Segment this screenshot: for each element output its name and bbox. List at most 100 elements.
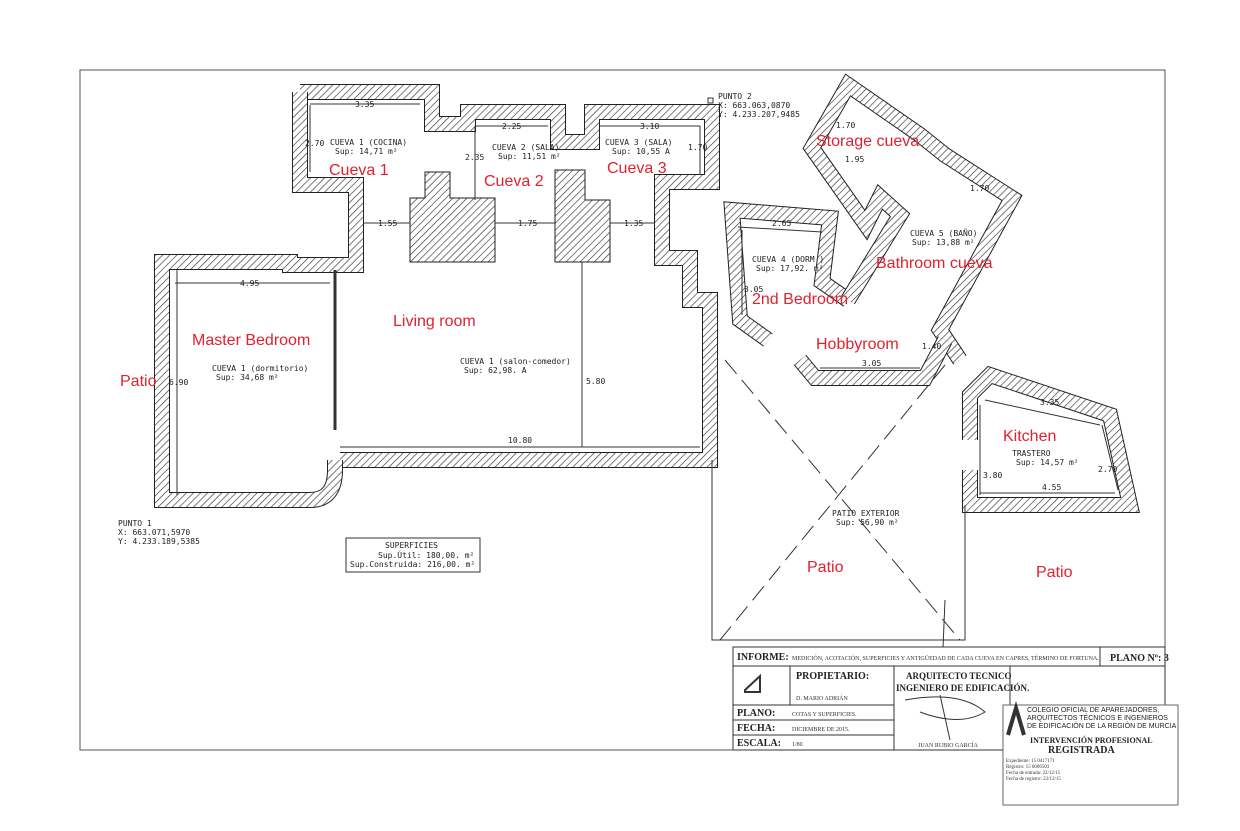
svg-text:SUPERFICIES: SUPERFICIES: [385, 541, 438, 550]
svg-text:Y: 4.233.207,9485: Y: 4.233.207,9485: [718, 110, 800, 119]
dimension-label: 10.80: [508, 436, 532, 445]
dimension-label: 2.25: [502, 122, 521, 131]
room-area: Sup: 56,90 m²: [836, 518, 899, 527]
svg-text:PLANO Nº: 3: PLANO Nº: 3: [1110, 653, 1169, 664]
dimension-label: 2.70: [305, 139, 324, 148]
label-living-room: Living room: [393, 313, 476, 330]
punto-2: PUNTO 2 X: 663.063,0870 Y: 4.233.207,948…: [707, 92, 800, 119]
svg-text:Fecha de entrada: 22/12/15: Fecha de entrada: 22/12/15: [1006, 771, 1061, 776]
room-annotations: CUEVA 1 (COCINA) Sup: 14,71 m² CUEVA 2 (…: [212, 138, 1079, 527]
svg-text:ESCALA:: ESCALA:: [737, 738, 781, 749]
svg-text:DICIEMBRE DE 2015.: DICIEMBRE DE 2015.: [792, 727, 850, 733]
room-name: TRASTERO: [1012, 449, 1051, 458]
room-name: CUEVA 3 (SALA): [605, 138, 672, 147]
pillar: [409, 171, 496, 263]
walls: [154, 73, 1140, 513]
dimension-label: 3.35: [355, 100, 374, 109]
room-area: Sup: 10,55 A: [612, 147, 670, 156]
dimension-label: 1.70: [836, 121, 855, 130]
label-patio-right: Patio: [1036, 564, 1073, 581]
dimension-label: 2.65: [772, 219, 791, 228]
room-area: Sup: 62,98. A: [464, 366, 527, 375]
company-logo-icon: [744, 673, 761, 693]
svg-text:Fecha de registro: 22/12/15: Fecha de registro: 22/12/15: [1006, 777, 1061, 782]
svg-text:D. MARIO ADRIÁN: D. MARIO ADRIÁN: [796, 694, 849, 702]
dimension-label: 1.75: [518, 219, 537, 228]
room-labels: Patio Master Bedroom Living room Cueva 1…: [120, 133, 1073, 581]
room-area: Sup: 11,51 m²: [498, 152, 561, 161]
dimension-label: 4.95: [240, 279, 259, 288]
label-patio-left: Patio: [120, 373, 157, 390]
label-storage-cueva: Storage cueva: [816, 133, 919, 150]
room-name: CUEVA 1 (salon-comedor): [460, 357, 571, 366]
svg-text:ARQUITECTO TECNICO: ARQUITECTO TECNICO: [906, 671, 1011, 681]
room-name: CUEVA 1 (dormitorio): [212, 364, 308, 373]
svg-text:Registro: 15 0006503: Registro: 15 0006503: [1006, 765, 1050, 770]
pillar: [554, 169, 611, 263]
svg-text:PLANO:: PLANO:: [737, 708, 775, 719]
dimension-label: 3.35: [1040, 398, 1059, 407]
dimension-label: 4.55: [1042, 483, 1061, 492]
dimension-label: 1.95: [845, 155, 864, 164]
svg-text:PUNTO 2: PUNTO 2: [718, 92, 752, 101]
svg-text:PUNTO 1: PUNTO 1: [118, 519, 152, 528]
svg-text:JUAN RUBIO GARCÍA: JUAN RUBIO GARCÍA: [918, 741, 979, 749]
dimension-label: 1.70: [970, 184, 989, 193]
label-master-bedroom: Master Bedroom: [192, 332, 310, 349]
dimension-label: 3.10: [640, 122, 659, 131]
room-area: Sup: 14,57 m²: [1016, 458, 1079, 467]
room-area: Sup: 13,88 m²: [912, 238, 975, 247]
svg-text:Y: 4.233.189,5385: Y: 4.233.189,5385: [118, 537, 200, 546]
college-logo-icon: [1006, 700, 1026, 736]
svg-text:INGENIERO DE EDIFICACIÓN.: INGENIERO DE EDIFICACIÓN.: [896, 683, 1029, 693]
dimension-label: 5.80: [586, 377, 605, 386]
dimension-label: 2.70: [1098, 465, 1117, 474]
label-kitchen: Kitchen: [1003, 428, 1056, 445]
dimension-label: 6.90: [169, 378, 188, 387]
dimension-label: 1.55: [378, 219, 397, 228]
dimension-label: 3.80: [983, 471, 1002, 480]
label-cueva-2: Cueva 2: [484, 173, 544, 190]
dimension-label: 1.70: [688, 143, 707, 152]
room-name: CUEVA 2 (SALA): [492, 143, 559, 152]
label-patio-center: Patio: [807, 559, 844, 576]
signature: [904, 694, 986, 741]
room-name: CUEVA 1 (COCINA): [330, 138, 407, 147]
svg-text:PROPIETARIO:: PROPIETARIO:: [796, 671, 869, 682]
svg-text:MEDICIÓN, ACOTACIÓN, SUPERFICI: MEDICIÓN, ACOTACIÓN, SUPERFICIES Y ANTIG…: [792, 654, 1099, 662]
title-block: INFORME: MEDICIÓN, ACOTACIÓN, SUPERFICIE…: [732, 646, 1169, 751]
svg-text:INTERVENCIÓN PROFESIONAL: INTERVENCIÓN PROFESIONAL: [1030, 735, 1153, 745]
room-area: Sup: 14,71 m²: [335, 147, 398, 156]
dimension-lines: [175, 103, 1119, 495]
svg-text:REGISTRADA: REGISTRADA: [1048, 745, 1115, 756]
dimension-label: 3.05: [744, 285, 763, 294]
svg-text:FECHA:: FECHA:: [737, 723, 775, 734]
registration-stamp: COLEGIO OFICIAL DE APAREJADORES, ARQUITE…: [1002, 700, 1179, 806]
svg-text:COTAS Y SUPERFICIES.: COTAS Y SUPERFICIES.: [792, 712, 857, 718]
svg-text:Sup.Útil: 180,00. m²: Sup.Útil: 180,00. m²: [378, 549, 474, 560]
svg-text:INFORME:: INFORME:: [737, 652, 789, 663]
room-name: CUEVA 4 (DORM.): [752, 255, 824, 264]
label-bathroom-cueva: Bathroom cueva: [876, 255, 993, 272]
label-hobbyroom: Hobbyroom: [816, 336, 899, 353]
svg-text:Expediente: 15 0417171: Expediente: 15 0417171: [1006, 759, 1055, 764]
drawing-frame: [79, 69, 1166, 751]
label-cueva-1: Cueva 1: [329, 162, 389, 179]
room-area: Sup: 17,92. m²: [756, 264, 823, 273]
room-area: Sup: 34,68 m²: [216, 373, 279, 382]
punto-1: PUNTO 1 X: 663.071,5970 Y: 4.233.189,538…: [118, 519, 200, 546]
dimension-label: 3.05: [862, 359, 881, 368]
stamp-org-name: COLEGIO OFICIAL DE APAREJADORES, ARQUITE…: [1027, 707, 1177, 730]
superficies-box: SUPERFICIES Sup.Útil: 180,00. m² Sup.Con…: [345, 537, 481, 573]
label-2nd-bedroom: 2nd Bedroom: [752, 291, 848, 308]
dimension-label: 2.35: [465, 153, 484, 162]
room-name: PATIO EXTERIOR: [832, 509, 900, 518]
svg-text:X: 663.071,5970: X: 663.071,5970: [118, 528, 190, 537]
svg-text:1/80: 1/80: [792, 742, 803, 748]
dimension-label: 1.40: [922, 342, 941, 351]
dimension-label: 1.35: [624, 219, 643, 228]
svg-text:X: 663.063,0870: X: 663.063,0870: [718, 101, 790, 110]
room-name: CUEVA 5 (BAÑO): [910, 228, 977, 238]
dimension-labels: 3.35 2.25 3.10 2.70 2.35 1.70 1.55 1.75 …: [169, 100, 1117, 492]
